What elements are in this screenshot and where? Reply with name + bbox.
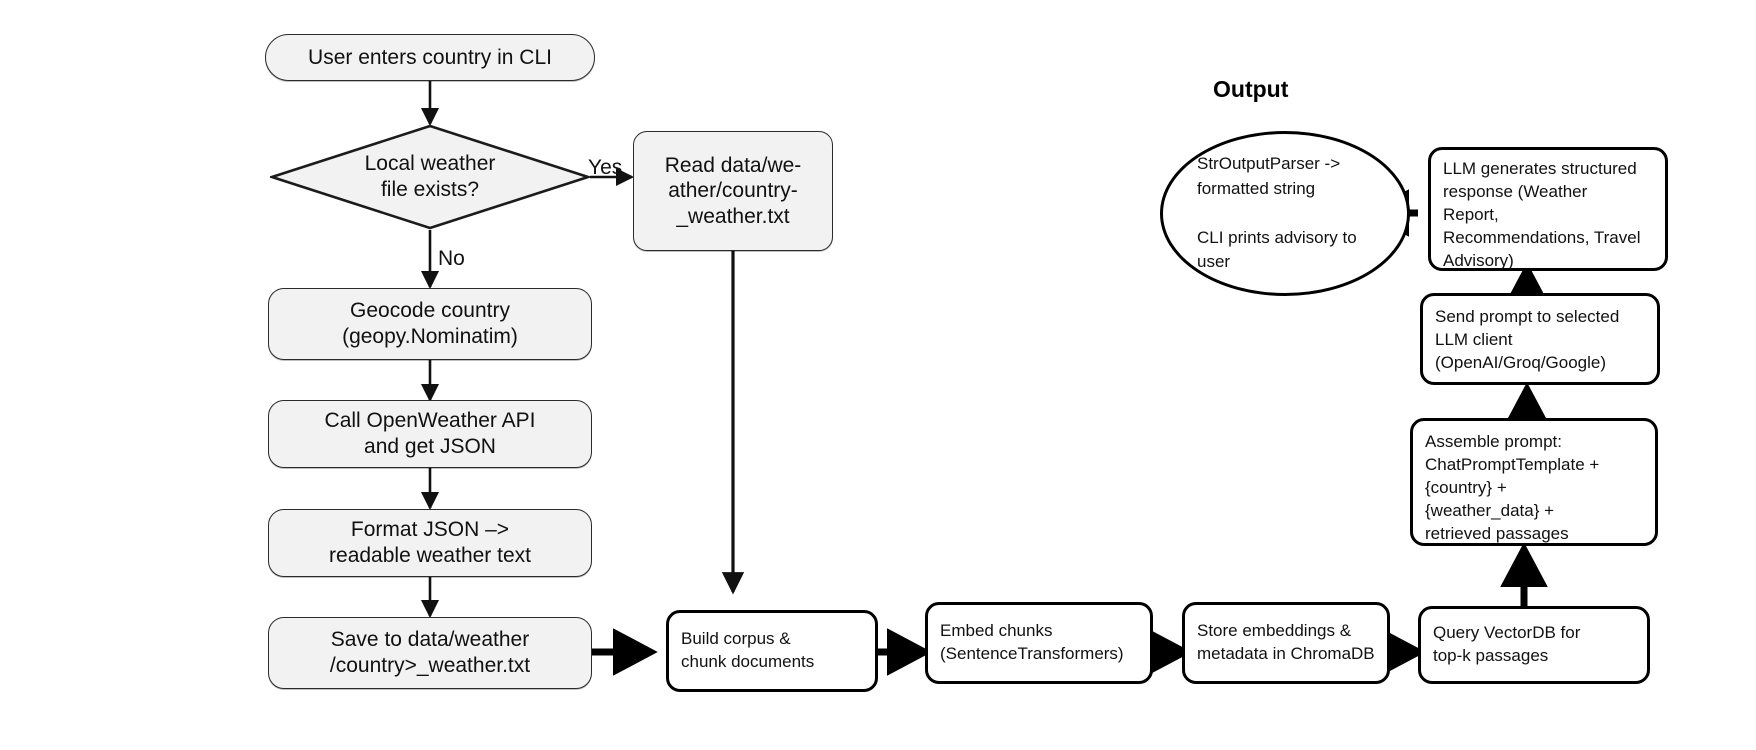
node-start[interactable]: User enters country in CLI	[265, 34, 595, 81]
node-query-vectordb[interactable]: Query VectorDB for top-k passages	[1418, 606, 1650, 684]
node-decision-label: Local weather file exists?	[364, 152, 496, 201]
node-llm-generates-response[interactable]: LLM generates structured response (Weath…	[1428, 147, 1668, 271]
node-call-openweather-api[interactable]: Call OpenWeather API and get JSON	[268, 400, 592, 468]
node-store-embeddings[interactable]: Store embeddings & metadata in ChromaDB	[1182, 602, 1390, 684]
node-read-weather-file[interactable]: Read data/we- ather/country- _weather.tx…	[633, 131, 833, 251]
node-geocode-country[interactable]: Geocode country (geopy.Nominatim)	[268, 288, 592, 360]
node-assemble-prompt[interactable]: Assemble prompt: ChatPromptTemplate + {c…	[1410, 418, 1658, 546]
decision-diamond-shape	[270, 124, 590, 230]
edge-label-no: No	[438, 247, 465, 270]
node-embed-chunks[interactable]: Embed chunks (SentenceTransformers)	[925, 602, 1153, 684]
node-build-corpus[interactable]: Build corpus & chunk documents	[666, 610, 878, 692]
node-send-prompt[interactable]: Send prompt to selected LLM client (Open…	[1420, 293, 1660, 385]
node-output-strout-parser[interactable]: StrOutputParser -> formatted string CLI …	[1160, 131, 1410, 296]
edge-label-yes: Yes	[588, 156, 623, 179]
node-decision-local-weather-file[interactable]: Local weather file exists?	[270, 124, 590, 230]
node-save-weather-file[interactable]: Save to data/weather /country>_weather.t…	[268, 617, 592, 689]
output-section-title: Output	[1213, 76, 1289, 102]
node-format-json[interactable]: Format JSON –> readable weather text	[268, 509, 592, 577]
